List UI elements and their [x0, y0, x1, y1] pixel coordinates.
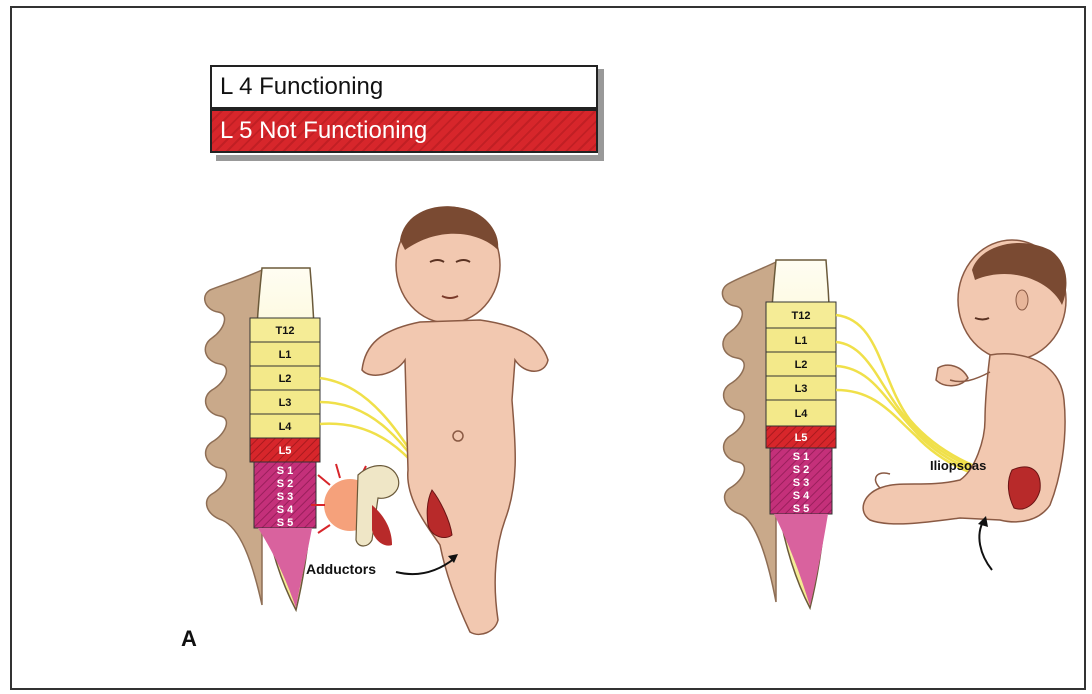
left-seg-l3: L3 — [279, 397, 292, 409]
right-seg-s2: S 2 — [793, 464, 810, 476]
left-seg-l5: L5 — [279, 445, 292, 457]
left-seg-t12: T12 — [276, 325, 295, 337]
left-seg-s3: S 3 — [277, 491, 294, 503]
left-seg-s1: S 1 — [277, 465, 294, 477]
figure-letter: A — [181, 626, 197, 652]
left-seg-l1: L1 — [279, 349, 292, 361]
iliopsoas-label: Iliopsoas — [930, 458, 986, 473]
right-seg-s5: S 5 — [793, 503, 810, 515]
right-seg-l2: L2 — [795, 359, 808, 371]
right-seg-s4: S 4 — [793, 490, 810, 502]
left-seg-l4: L4 — [279, 421, 293, 433]
left-seg-s4: S 4 — [277, 504, 294, 516]
right-seg-l3: L3 — [795, 383, 808, 395]
left-baby — [362, 206, 548, 634]
hip-joint-detail — [311, 464, 399, 546]
left-seg-l2: L2 — [279, 373, 292, 385]
iliopsoas-arrow — [979, 520, 992, 570]
right-seg-l5: L5 — [795, 432, 808, 444]
right-seg-l4: L4 — [795, 408, 809, 420]
right-seg-s3: S 3 — [793, 477, 810, 489]
adductors-label: Adductors — [306, 561, 376, 577]
left-seg-s5: S 5 — [277, 517, 294, 529]
left-seg-s2: S 2 — [277, 478, 294, 490]
right-seg-s1: S 1 — [793, 451, 810, 463]
right-seg-l1: L1 — [795, 335, 808, 347]
right-seg-t12: T12 — [792, 310, 811, 322]
